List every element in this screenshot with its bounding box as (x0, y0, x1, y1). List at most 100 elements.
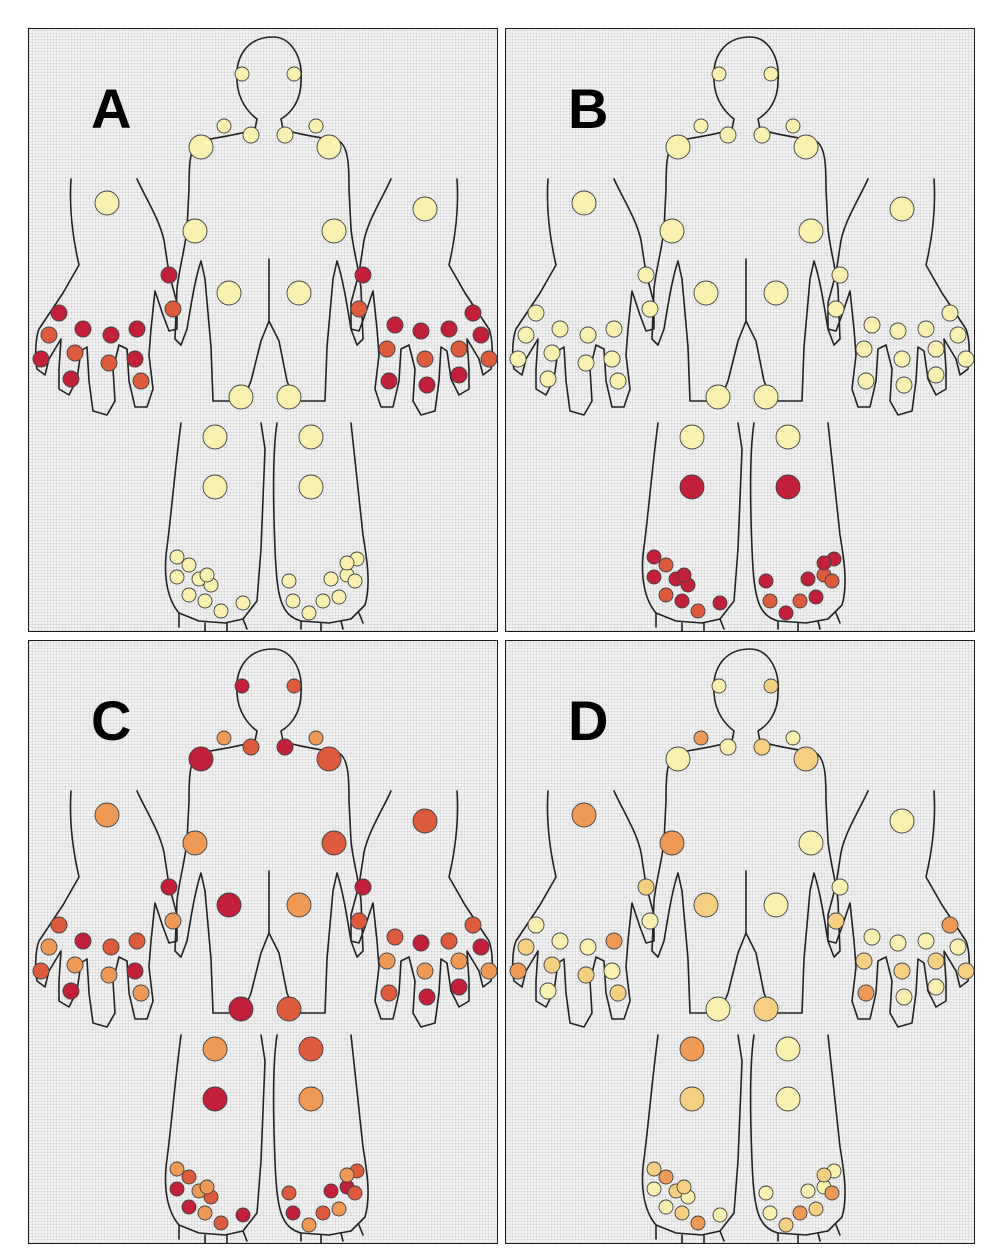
joint-marker (641, 300, 659, 318)
joint-marker (637, 878, 655, 896)
joint-marker (863, 928, 881, 946)
joint-marker (315, 593, 331, 609)
joint-marker (509, 350, 527, 368)
joint-marker (693, 118, 709, 134)
joint-marker (450, 952, 468, 970)
joint-marker (927, 340, 945, 358)
joint-marker (763, 678, 779, 694)
joint-marker (286, 892, 312, 918)
joint-marker (889, 808, 915, 834)
joint-marker (889, 934, 907, 952)
joint-marker (824, 1185, 840, 1201)
body-diagram (509, 36, 975, 632)
joint-marker (579, 938, 597, 956)
joint-marker (242, 126, 260, 144)
joint-marker (169, 549, 185, 565)
joint-marker (216, 892, 242, 918)
joint-marker (539, 370, 557, 388)
joint-marker (763, 66, 779, 82)
joint-marker (785, 118, 801, 134)
joint-marker (827, 912, 845, 930)
joint-marker (350, 300, 368, 318)
joint-marker (763, 892, 789, 918)
joint-marker (323, 571, 339, 587)
body-diagram (32, 648, 498, 1244)
joint-marker (778, 605, 794, 621)
joint-marker (281, 1185, 297, 1201)
joint-marker (213, 1215, 229, 1231)
joint-marker (679, 474, 705, 500)
joint-marker (679, 1036, 705, 1062)
joint-marker (378, 952, 396, 970)
joint-marker (126, 962, 144, 980)
joint-marker (331, 1201, 347, 1217)
joint-marker (298, 474, 324, 500)
joint-marker (169, 1161, 185, 1177)
joint-marker (182, 218, 208, 244)
joint-marker (472, 326, 490, 344)
joint-marker (182, 830, 208, 856)
joint-marker (276, 384, 302, 410)
joint-marker (517, 938, 535, 956)
joint-marker (705, 996, 731, 1022)
joint-marker (641, 912, 659, 930)
joint-marker (197, 593, 213, 609)
joint-marker (350, 912, 368, 930)
joint-marker (827, 300, 845, 318)
panel-label: A (91, 77, 132, 140)
joint-marker (286, 678, 302, 694)
joint-marker (202, 474, 228, 500)
joint-marker (228, 996, 254, 1022)
joint-marker (753, 996, 779, 1022)
joint-marker (793, 134, 819, 160)
joint-marker (543, 956, 561, 974)
joint-marker (323, 1183, 339, 1199)
joint-marker (816, 555, 832, 571)
joint-marker (793, 746, 819, 772)
joint-marker (285, 593, 301, 609)
joint-marker (235, 595, 251, 611)
joint-marker (440, 932, 458, 950)
joint-marker (480, 350, 498, 368)
body-outline (511, 648, 971, 1244)
joint-marker (957, 962, 975, 980)
panel-label: C (91, 689, 132, 752)
joint-marker (276, 738, 294, 756)
joint-marker (719, 738, 737, 756)
joint-marker (188, 134, 214, 160)
joint-marker (778, 1217, 794, 1233)
joint-marker (74, 932, 92, 950)
joint-marker (128, 320, 146, 338)
joint-marker (197, 1205, 213, 1221)
joint-marker (285, 1205, 301, 1221)
joint-marker (831, 878, 849, 896)
joint-marker (102, 326, 120, 344)
joint-marker (895, 376, 913, 394)
joint-marker (202, 1086, 228, 1112)
joint-marker (603, 350, 621, 368)
joint-marker (517, 326, 535, 344)
joint-marker (386, 928, 404, 946)
joint-marker (658, 1169, 674, 1185)
joint-marker (646, 1181, 662, 1197)
joint-marker (893, 350, 911, 368)
joint-marker (412, 322, 430, 340)
joint-marker (758, 1185, 774, 1201)
joint-marker (646, 569, 662, 585)
joint-marker (792, 593, 808, 609)
joint-marker (646, 549, 662, 565)
joint-marker (181, 1199, 197, 1215)
joint-marker (824, 573, 840, 589)
joint-marker (658, 587, 674, 603)
joint-marker (308, 118, 324, 134)
joint-marker (808, 589, 824, 605)
joint-marker (464, 304, 482, 322)
joint-marker (889, 322, 907, 340)
joint-marker (711, 678, 727, 694)
joint-marker (712, 1207, 728, 1223)
joint-marker (412, 196, 438, 222)
joint-marker (281, 573, 297, 589)
joint-marker (762, 1205, 778, 1221)
joint-marker (412, 934, 430, 952)
joint-marker (646, 1161, 662, 1177)
